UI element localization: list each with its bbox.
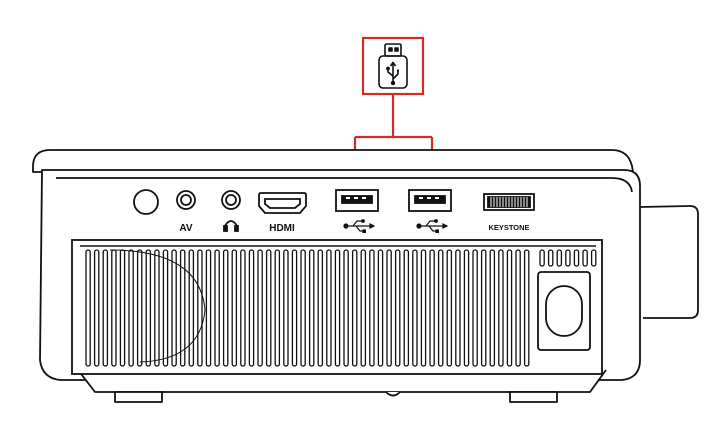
- vent-slat: [394, 249, 401, 367]
- vent-slat: [582, 249, 588, 267]
- usb-port-2: [408, 189, 452, 212]
- vent-slat: [403, 249, 410, 367]
- foot-right: [509, 391, 558, 403]
- vent-slat: [472, 249, 478, 367]
- vent-slat: [437, 249, 444, 367]
- vent-slat: [463, 249, 470, 367]
- vent-slat: [240, 249, 246, 367]
- vent-slat: [265, 249, 272, 367]
- vent-slat: [523, 249, 530, 367]
- vent-slat: [480, 249, 487, 367]
- vent-slat: [291, 249, 298, 367]
- vent-slat: [360, 249, 367, 367]
- top-lid: [32, 149, 634, 173]
- vent-slat: [343, 249, 349, 367]
- vent-slat: [248, 249, 255, 367]
- vent-slat: [214, 249, 220, 367]
- vent-slat: [590, 249, 597, 267]
- vent-slat: [556, 249, 563, 267]
- vent-slat: [197, 249, 203, 367]
- av-label: AV: [179, 223, 192, 234]
- lens-housing: [639, 205, 699, 319]
- vent-slat: [446, 249, 453, 367]
- vent-slat: [231, 249, 238, 367]
- vent-slat: [420, 249, 427, 367]
- hdmi-port: [258, 192, 307, 214]
- vent-slat: [136, 249, 143, 367]
- vent-slat: [171, 249, 177, 367]
- vent-slat: [283, 249, 289, 367]
- keystone-label: KEYSTONE: [488, 223, 529, 232]
- av-port: [176, 190, 196, 210]
- vent-slat: [429, 249, 435, 367]
- vent-slat: [300, 249, 306, 367]
- vent-slat: [515, 249, 521, 367]
- vent-slat: [257, 249, 263, 367]
- foot-left: [114, 391, 163, 403]
- vent-grille: [71, 239, 603, 375]
- ports-row: [133, 189, 535, 215]
- usb-port-1: [335, 189, 379, 212]
- hdmi-label: HDMI: [269, 223, 295, 234]
- vent-slat: [93, 249, 100, 367]
- vent-slat: [308, 249, 315, 367]
- headphone-icon: [223, 220, 239, 232]
- vent-slat: [317, 249, 324, 367]
- usb-symbol-icon: [343, 219, 376, 234]
- vent-slat: [274, 249, 281, 367]
- body-inner-edge: [56, 177, 633, 193]
- keystone-wheel: [483, 193, 535, 211]
- vent-slats: [85, 249, 597, 367]
- vent-frame: [71, 239, 603, 375]
- vent-slat: [489, 249, 496, 367]
- vent-slat: [455, 249, 461, 367]
- vent-slat: [326, 249, 332, 367]
- vent-slat: [386, 249, 392, 367]
- vent-slat: [369, 249, 375, 367]
- vent-slat: [222, 249, 229, 367]
- side-panel: [537, 271, 591, 351]
- bottom-plate: [77, 369, 607, 393]
- vent-slat: [498, 249, 504, 367]
- vent-slat: [179, 249, 186, 367]
- vent-slat: [334, 249, 341, 367]
- vent-slat: [145, 249, 152, 367]
- vent-slat: [85, 249, 91, 367]
- vent-slat: [506, 249, 513, 367]
- vent-slat: [162, 249, 169, 367]
- vent-slat: [547, 249, 554, 267]
- vent-slat: [205, 249, 212, 367]
- vent-slat: [154, 249, 160, 367]
- foot-center: [385, 391, 401, 397]
- vent-slat: [412, 249, 418, 367]
- vent-slat: [128, 249, 134, 367]
- vent-slat: [573, 249, 580, 267]
- fan-outline: [109, 249, 206, 363]
- vent-slat: [188, 249, 195, 367]
- usb-flash-drive-icon: [378, 43, 408, 89]
- vent-slat: [102, 249, 109, 367]
- dc-power-port: [133, 189, 159, 215]
- vent-slat: [377, 249, 384, 367]
- vent-slat: [351, 249, 358, 367]
- vent-slat: [565, 249, 571, 267]
- headphone-port: [221, 190, 241, 210]
- vent-slat: [539, 249, 545, 267]
- usb-symbol-icon: [416, 219, 449, 234]
